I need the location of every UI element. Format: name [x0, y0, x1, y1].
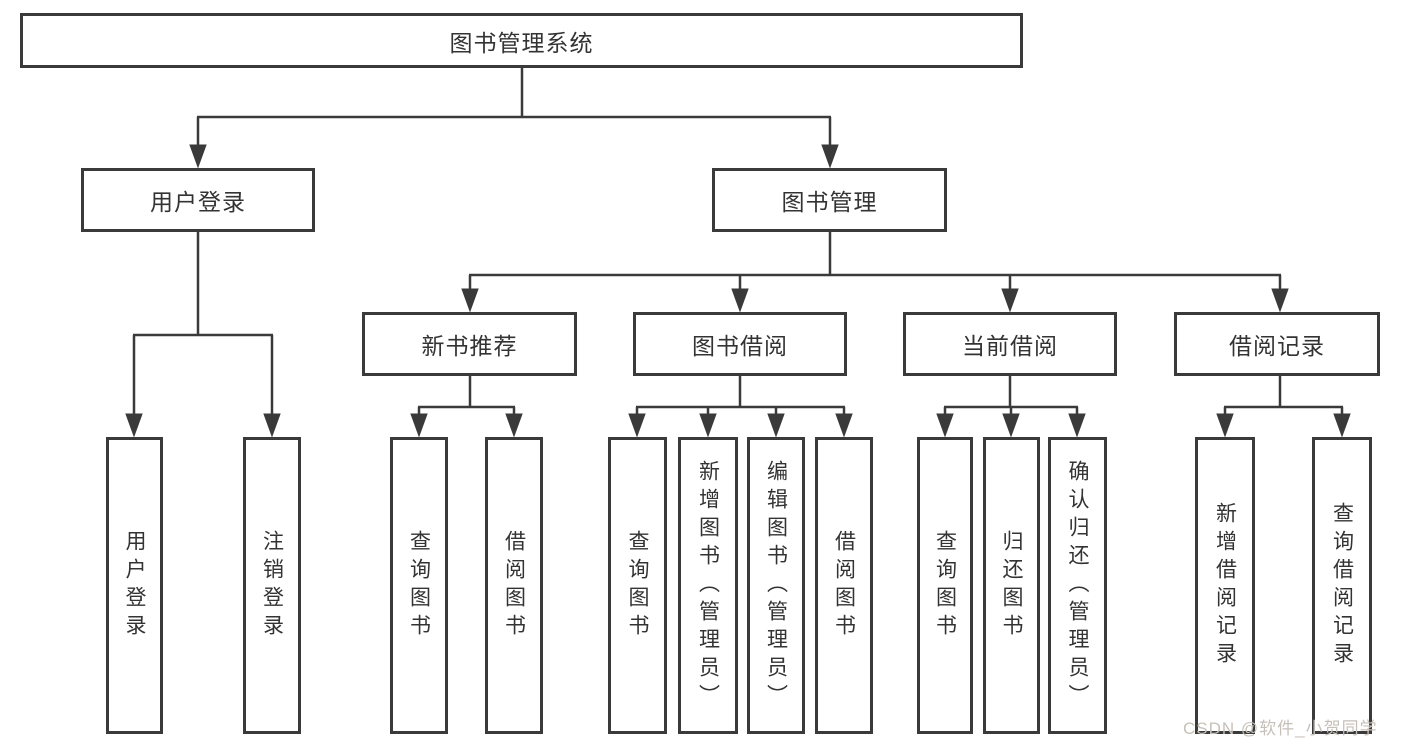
leaf-borrow-edit-books-admin-label: 编辑图书（管理员） — [764, 459, 788, 712]
node-root: 图书管理系统 — [20, 13, 1023, 68]
leaf-user-login-label: 用户登录 — [123, 529, 146, 642]
node-book-management: 图书管理 — [712, 168, 947, 232]
node-borrow-records-label: 借阅记录 — [1229, 333, 1325, 359]
csdn-watermark: CSDN @软件_小贺同学 — [1183, 719, 1378, 738]
leaf-borrow-edit-books-admin: 编辑图书（管理员） — [747, 437, 805, 734]
leaf-current-confirm-return-admin: 确认归还（管理员） — [1048, 437, 1107, 734]
leaf-borrow-borrow-books-label: 借阅图书 — [832, 529, 856, 642]
leaf-current-confirm-return-admin-label: 确认归还（管理员） — [1066, 459, 1089, 712]
node-book-borrow: 图书借阅 — [633, 312, 847, 376]
leaf-recommend-borrow-books: 借阅图书 — [485, 437, 543, 734]
leaf-current-query-books-label: 查询图书 — [933, 529, 957, 642]
leaf-borrow-query-books: 查询图书 — [608, 437, 667, 734]
node-book-borrow-label: 图书借阅 — [692, 333, 788, 359]
leaf-current-return-books: 归还图书 — [983, 437, 1040, 734]
leaf-records-add-record: 新增借阅记录 — [1195, 437, 1255, 734]
leaf-borrow-add-books-admin-label: 新增图书（管理员） — [696, 459, 720, 712]
node-book-management-label: 图书管理 — [781, 189, 878, 215]
leaf-logout-label: 注销登录 — [260, 529, 284, 642]
node-root-label: 图书管理系统 — [449, 29, 594, 56]
leaf-borrow-borrow-books: 借阅图书 — [815, 437, 873, 734]
node-user-login-label: 用户登录 — [150, 189, 246, 215]
leaf-current-query-books: 查询图书 — [917, 437, 973, 734]
leaf-recommend-borrow-books-label: 借阅图书 — [502, 529, 526, 642]
leaf-records-add-record-label: 新增借阅记录 — [1213, 501, 1237, 670]
node-user-login: 用户登录 — [81, 168, 315, 232]
leaf-records-query-record-label: 查询借阅记录 — [1330, 501, 1354, 670]
leaf-user-login: 用户登录 — [106, 437, 163, 734]
leaf-records-query-record: 查询借阅记录 — [1312, 437, 1372, 734]
leaf-logout: 注销登录 — [243, 437, 301, 734]
leaf-recommend-query-books: 查询图书 — [390, 437, 448, 734]
node-new-book-recommend: 新书推荐 — [362, 312, 577, 376]
node-current-borrow-label: 当前借阅 — [962, 333, 1058, 359]
node-current-borrow: 当前借阅 — [903, 312, 1117, 376]
node-new-book-recommend-label: 新书推荐 — [421, 333, 518, 359]
leaf-borrow-add-books-admin: 新增图书（管理员） — [678, 437, 738, 734]
leaf-current-return-books-label: 归还图书 — [1000, 529, 1023, 642]
leaf-borrow-query-books-label: 查询图书 — [626, 529, 649, 642]
leaf-recommend-query-books-label: 查询图书 — [407, 529, 431, 642]
node-borrow-records: 借阅记录 — [1174, 312, 1380, 376]
